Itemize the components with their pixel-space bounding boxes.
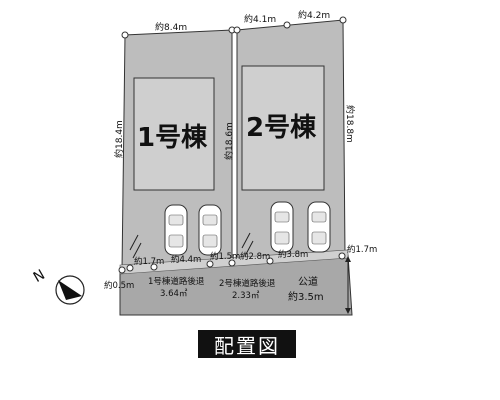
setback-2-label: 2号棟道路後退 xyxy=(219,278,276,289)
building-1-label: 1号棟 xyxy=(137,123,208,153)
road-name: 公道 xyxy=(298,275,318,288)
building-1 xyxy=(133,77,215,191)
lot-2-bottom-dimension-b: 約3.8m xyxy=(278,249,308,260)
parking-car-2 xyxy=(198,204,222,256)
road-arrow-head-bottom xyxy=(345,308,351,314)
lot-2-top-dimension-a: 約4.1m xyxy=(244,13,276,25)
parking-car-1 xyxy=(164,204,188,256)
parking-car-3 xyxy=(270,201,294,253)
north-label: N xyxy=(31,267,48,286)
entrance-arrows xyxy=(129,232,254,259)
lot-1-bottom-dimension-a: 約1.7m xyxy=(134,256,164,267)
lot-2-corner-dimension: 約1.7m xyxy=(347,244,377,255)
diagram-title: 配置図 xyxy=(198,330,296,358)
lot-1-top-dimension: 約8.4m xyxy=(155,21,187,33)
setback-1-label: 1号棟道路後退 xyxy=(148,276,205,287)
road-left-offset: 約0.5m xyxy=(104,280,134,291)
road-arrow-head-top xyxy=(345,256,351,262)
setback-2-area: 2.33㎡ xyxy=(232,291,260,301)
north-compass: N xyxy=(31,267,85,305)
lot-2-bottom-dimension-a: 約2.8m xyxy=(240,251,270,262)
lot-2-right-dimension: 約18.8m xyxy=(344,105,356,143)
parking-car-4 xyxy=(307,201,331,253)
lot-1-bottom-dimension-b: 約4.4m xyxy=(171,254,201,265)
lot-1-left-dimension: 約18.4m xyxy=(113,120,125,158)
building-2-label: 2号棟 xyxy=(246,113,317,143)
boundary-markers xyxy=(118,16,347,274)
lot-1-bottom-dimension-c: 約1.5m xyxy=(210,251,240,262)
setback-1-area: 3.64㎡ xyxy=(160,289,188,299)
road-width: 約3.5m xyxy=(288,290,324,303)
lot-2-top-dimension-b: 約4.2m xyxy=(298,9,330,21)
lot-2-left-dimension: 約18.6m xyxy=(223,122,235,160)
building-2 xyxy=(241,65,325,191)
